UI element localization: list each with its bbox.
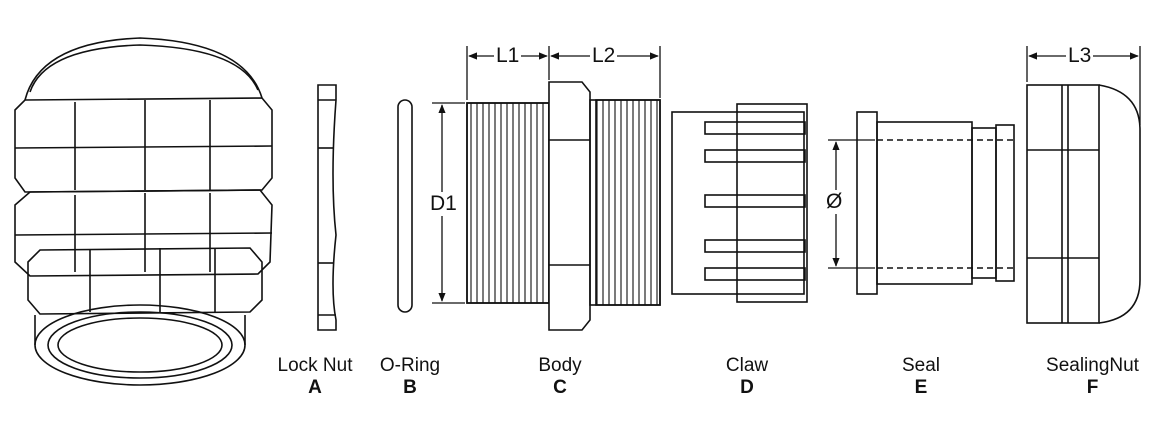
dimension-label-l2: L2: [590, 44, 618, 68]
part-name: Lock Nut: [277, 355, 353, 376]
part-name: SealingNut: [1046, 355, 1139, 376]
part-letter: F: [1086, 377, 1099, 398]
part-name: Body: [538, 355, 582, 376]
part-label-body: Body C: [515, 355, 605, 399]
dimension-label-diameter: Ø: [824, 190, 845, 214]
seal-drawing: [856, 111, 1015, 295]
body-drawing: [466, 81, 661, 331]
assembled-gland: [14, 37, 273, 386]
claw-drawing: [671, 103, 808, 303]
part-label-lock-nut: Lock Nut A: [260, 355, 370, 399]
part-name: Seal: [901, 355, 941, 376]
lock-nut-drawing: [317, 84, 337, 331]
part-letter: B: [403, 377, 417, 398]
o-ring-drawing: [397, 99, 413, 313]
part-label-seal: Seal E: [876, 355, 966, 399]
dimension-label-l1: L1: [494, 44, 522, 68]
part-name: Claw: [725, 355, 769, 376]
dimension-label-l3: L3: [1066, 44, 1094, 68]
part-letter: D: [740, 377, 754, 398]
part-letter: C: [553, 377, 567, 398]
dimension-label-d1: D1: [428, 192, 459, 216]
sealing-nut-drawing: [1026, 84, 1141, 324]
part-label-sealing-nut: SealingNut F: [1030, 355, 1155, 399]
part-letter: E: [914, 377, 928, 398]
part-label-o-ring: O-Ring B: [365, 355, 455, 399]
part-letter: A: [308, 377, 322, 398]
part-label-claw: Claw D: [702, 355, 792, 399]
part-name: O-Ring: [379, 355, 441, 376]
